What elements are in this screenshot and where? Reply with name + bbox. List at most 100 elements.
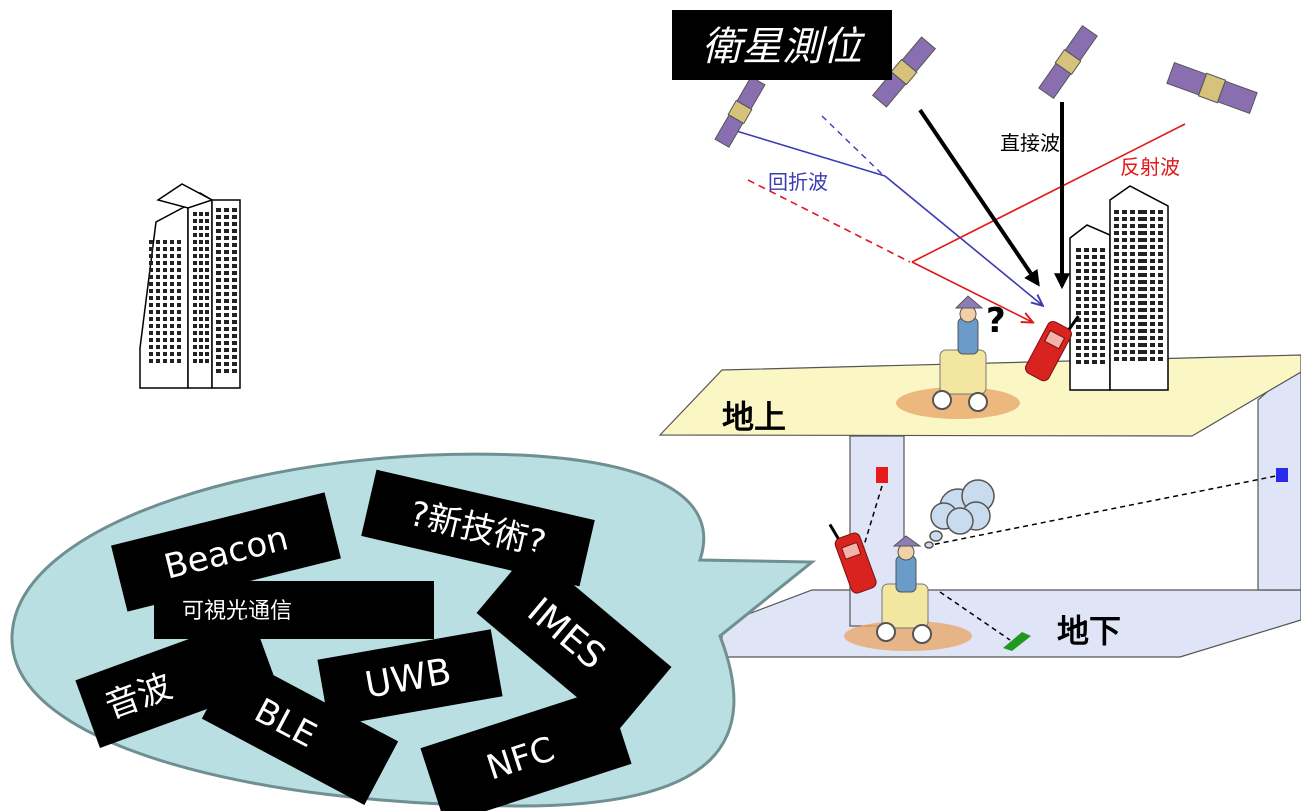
window (216, 320, 221, 324)
window (1114, 336, 1119, 340)
window (1076, 248, 1081, 252)
window (1100, 283, 1105, 287)
window (1150, 357, 1155, 361)
window (1100, 255, 1105, 259)
window (1142, 343, 1147, 347)
window (1100, 325, 1105, 329)
window (1122, 224, 1127, 228)
window (177, 352, 181, 356)
reflected-wave-label: 反射波 (1120, 155, 1180, 179)
window (1076, 297, 1081, 301)
window (149, 338, 153, 342)
window (163, 352, 167, 356)
window (170, 289, 174, 293)
window (1130, 273, 1135, 277)
window (232, 243, 237, 247)
tag-visible-light-label: 可視光通信 (182, 599, 292, 624)
window (1084, 269, 1089, 273)
window (232, 215, 237, 219)
window (216, 313, 221, 317)
window (193, 345, 197, 349)
window (1122, 350, 1127, 354)
window (1076, 304, 1081, 308)
window (1130, 343, 1135, 347)
window (193, 310, 197, 314)
window (1138, 280, 1143, 284)
window (193, 268, 197, 272)
window (1100, 276, 1105, 280)
window (1130, 259, 1135, 263)
window (193, 303, 197, 307)
window (1142, 329, 1147, 333)
window (232, 257, 237, 261)
window (232, 327, 237, 331)
window (1122, 357, 1127, 361)
window (149, 247, 153, 251)
window (177, 261, 181, 265)
window (1114, 294, 1119, 298)
window (163, 324, 167, 328)
window (224, 362, 229, 366)
window (177, 317, 181, 321)
window (1114, 245, 1119, 249)
window (156, 282, 160, 286)
window (1142, 210, 1147, 214)
window (1158, 280, 1163, 284)
window (1084, 255, 1089, 259)
window (1092, 325, 1097, 329)
window (149, 268, 153, 272)
window (177, 331, 181, 335)
satellites (714, 25, 1258, 148)
direct-path-1 (918, 108, 1040, 287)
window (1158, 217, 1163, 221)
window (216, 341, 221, 345)
window (199, 226, 203, 230)
window (232, 271, 237, 275)
satellite-icon (871, 36, 937, 108)
window (170, 247, 174, 251)
window (1150, 210, 1155, 214)
title-label: 衛星測位 (702, 24, 866, 70)
window (199, 219, 203, 223)
title-box (672, 10, 892, 80)
window (1092, 276, 1097, 280)
signal-line-red (861, 485, 883, 553)
satellite-icon (714, 76, 766, 148)
window (216, 327, 221, 331)
window (205, 310, 209, 314)
window (149, 240, 153, 244)
window (193, 275, 197, 279)
window (1122, 343, 1127, 347)
window (224, 306, 229, 310)
window (224, 292, 229, 296)
window (1158, 322, 1163, 326)
window (1092, 290, 1097, 294)
window (193, 359, 197, 363)
tag-uwb: UWB (317, 629, 503, 727)
window (199, 352, 203, 356)
question-mark: ? (986, 301, 1006, 341)
window (1122, 252, 1127, 256)
window (232, 313, 237, 317)
window (1150, 273, 1155, 277)
window (199, 303, 203, 307)
window (205, 331, 209, 335)
window (224, 327, 229, 331)
window (177, 338, 181, 342)
window (1084, 262, 1089, 266)
reflected-path-2 (911, 261, 1032, 322)
window (216, 348, 221, 352)
window (224, 229, 229, 233)
window (224, 369, 229, 373)
window (170, 331, 174, 335)
window (1114, 350, 1119, 354)
window (156, 352, 160, 356)
window (1122, 217, 1127, 221)
window (163, 296, 167, 300)
window (224, 264, 229, 268)
window (1130, 231, 1135, 235)
window (1084, 353, 1089, 357)
window (1114, 231, 1119, 235)
window (199, 254, 203, 258)
wheelchair-user-underground (876, 535, 932, 644)
